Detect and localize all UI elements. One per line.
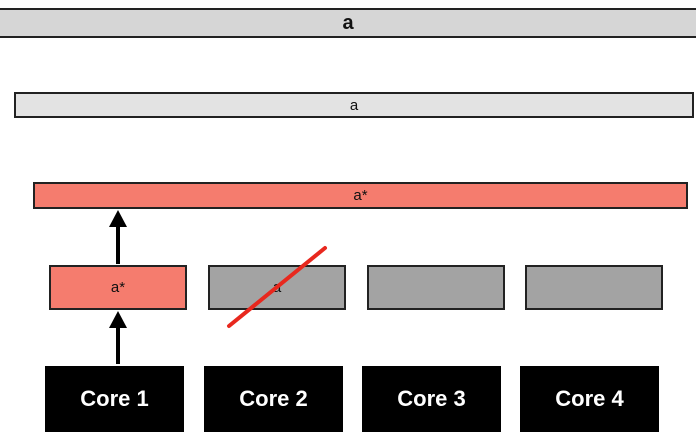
core-1-block: Core 1 <box>45 366 184 432</box>
private-cache-core-1: a* <box>49 265 187 310</box>
private-cache-label: a* <box>110 279 126 296</box>
arrow-cache-to-l2 <box>109 210 127 264</box>
shared-cache-label: a <box>349 96 359 114</box>
core-2-block: Core 2 <box>204 366 343 432</box>
core-4-block: Core 4 <box>520 366 659 432</box>
private-cache-core-2: a <box>208 265 346 310</box>
l2-cache-label: a* <box>353 187 368 204</box>
arrow-core-to-cache <box>109 311 127 364</box>
private-cache-label: a <box>272 279 282 296</box>
shared-cache-bar: a <box>14 92 694 118</box>
core-3-block: Core 3 <box>362 366 501 432</box>
memory-bar: a <box>0 8 696 38</box>
core-label: Core 3 <box>397 386 466 411</box>
core-label: Core 1 <box>80 386 149 411</box>
core-label: Core 4 <box>555 386 624 411</box>
l2-cache-bar: a* <box>33 182 688 209</box>
private-cache-core-3 <box>367 265 505 310</box>
core-label: Core 2 <box>239 386 308 411</box>
private-cache-core-4 <box>525 265 663 310</box>
memory-label: a <box>342 11 354 34</box>
